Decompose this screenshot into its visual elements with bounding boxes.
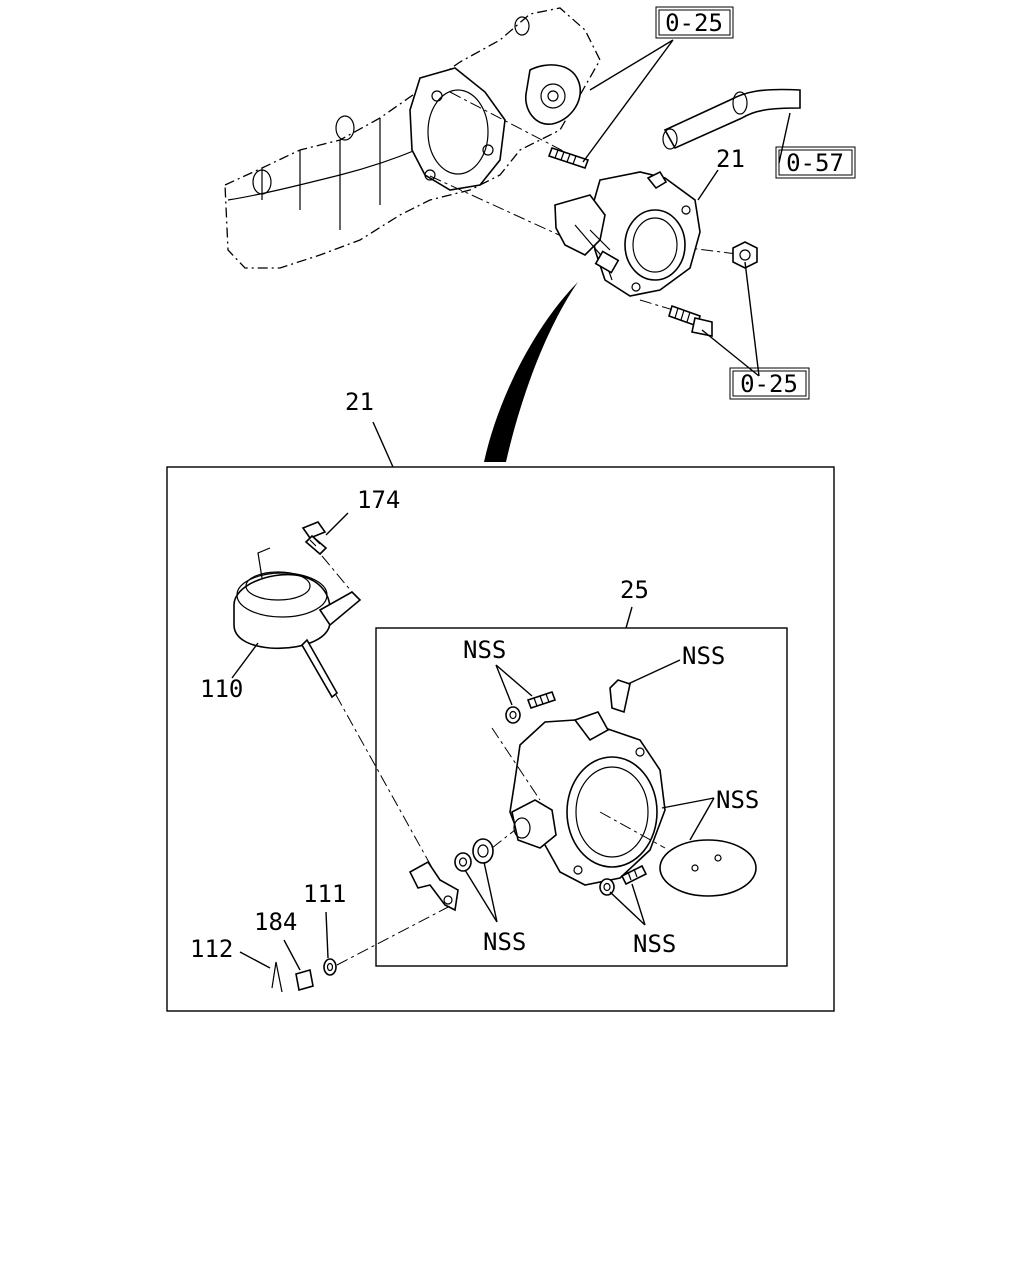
valve-disc-nss <box>659 839 757 897</box>
clip-112 <box>271 961 283 993</box>
part-number-112: 112 <box>190 935 233 963</box>
nss-label-a: NSS <box>463 636 506 664</box>
part-number-25: 25 <box>620 576 649 604</box>
stud-top <box>547 146 590 170</box>
part-number-111: 111 <box>303 880 346 908</box>
detail-frame <box>166 466 835 1012</box>
part-number-174: 174 <box>357 486 400 514</box>
part-number-21-frame: 21 <box>345 388 374 416</box>
detail-arrow <box>484 282 578 462</box>
bolt-top <box>668 304 713 337</box>
pipe <box>662 88 801 150</box>
egr-valve-assembly-top <box>554 170 701 297</box>
stud-nss-top <box>505 690 557 724</box>
part-number-21-top: 21 <box>716 145 745 173</box>
ref-box-pipe: 0-57 <box>775 146 856 179</box>
subassembly-frame <box>375 627 788 967</box>
washer-111 <box>323 958 337 976</box>
ref-box-top-2: 0-25 <box>729 367 810 400</box>
ref-label-top-1: 0-25 <box>665 9 723 37</box>
nss-label-e: NSS <box>633 930 676 958</box>
vacuum-actuator <box>233 547 362 699</box>
lever <box>408 860 459 912</box>
part-number-110: 110 <box>200 675 243 703</box>
ref-label-pipe: 0-57 <box>786 149 844 177</box>
nss-label-d: NSS <box>483 928 526 956</box>
ref-box-top-1: 0-25 <box>655 6 734 39</box>
exhaust-manifold-phantom <box>224 7 601 269</box>
nut-top <box>732 241 758 269</box>
bearing-nss <box>454 838 494 872</box>
bushing-nss <box>609 679 631 714</box>
stud-nss-bottom <box>599 864 648 896</box>
part-number-184: 184 <box>254 908 297 936</box>
egr-valve-body <box>509 711 666 886</box>
pin-184 <box>295 968 314 992</box>
bolt-174 <box>301 521 328 556</box>
nss-label-b: NSS <box>682 642 725 670</box>
nss-label-c: NSS <box>716 786 759 814</box>
ref-label-top-2: 0-25 <box>740 370 798 398</box>
